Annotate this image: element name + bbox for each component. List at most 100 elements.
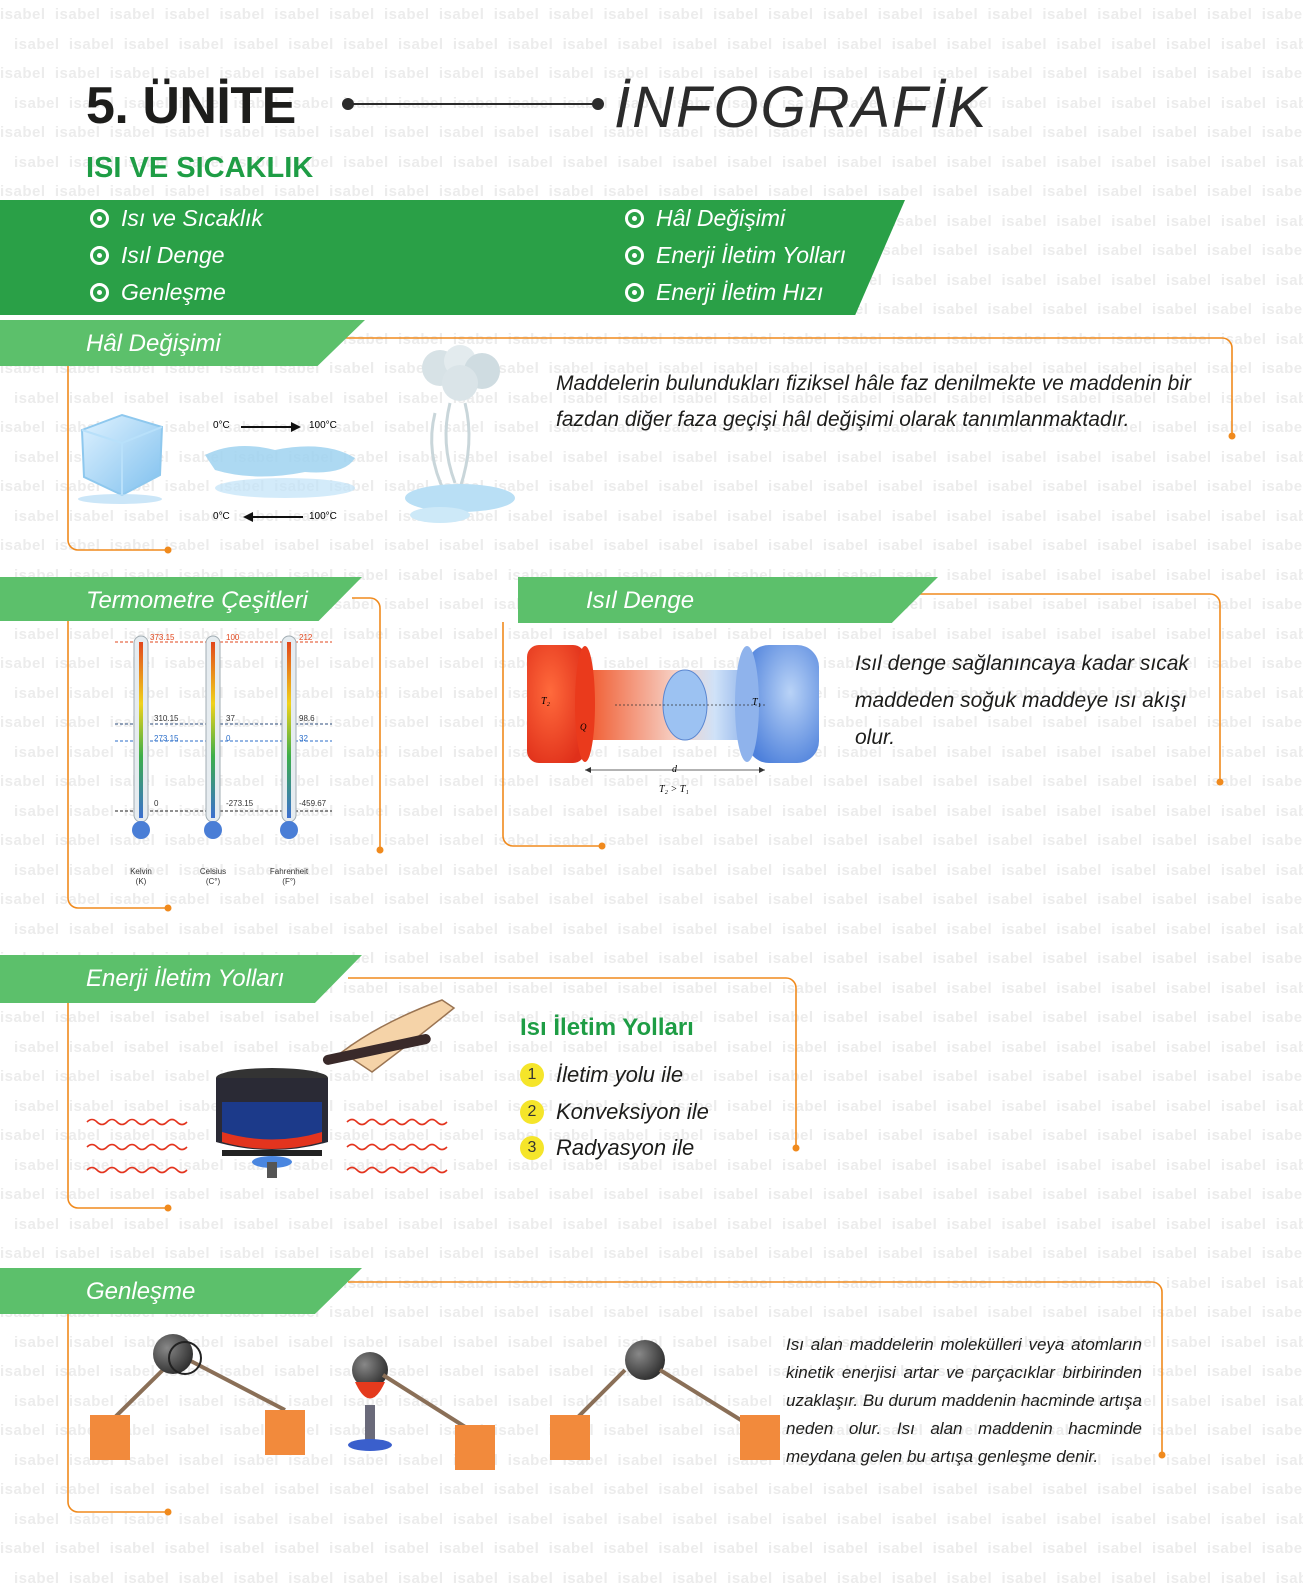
bullet-icon <box>625 246 644 265</box>
scale-value: 100 <box>226 633 240 642</box>
watermark-row: isabel isabel isabel isabel isabel isabe… <box>14 1333 1303 1351</box>
watermark-row: isabel isabel isabel isabel isabel isabe… <box>14 920 1303 938</box>
bullet-icon <box>90 246 109 265</box>
banner-item: Enerji İletim Hızı <box>625 279 823 306</box>
pot-on-stove-illustration <box>86 999 456 1178</box>
scale-value: 98.6 <box>299 714 315 723</box>
ice-cube-illustration <box>78 413 164 504</box>
banner-item: Isı ve Sıcaklık <box>90 205 263 232</box>
watermark-row: isabel isabel isabel isabel isabel isabe… <box>0 1540 1303 1557</box>
label-q: Q <box>580 722 587 732</box>
watermark-row: isabel isabel isabel isabel isabel isabe… <box>0 124 1303 141</box>
scale-value: 0 <box>154 799 159 808</box>
thermal-equilibrium-diagram <box>527 645 819 773</box>
label-d: d <box>672 764 677 775</box>
conduction-subtitle: Isı İletim Yolları <box>520 1014 694 1041</box>
banner-item: Isıl Denge <box>90 242 225 269</box>
number-badge: 1 <box>520 1063 544 1087</box>
watermark-row: isabel isabel isabel isabel isabel isabe… <box>14 1569 1303 1587</box>
watermark-row: isabel isabel isabel isabel isabel isabe… <box>14 507 1303 525</box>
watermark-row: isabel isabel isabel isabel isabel isabe… <box>14 625 1303 643</box>
watermark-row: isabel isabel isabel isabel isabel isabe… <box>0 1009 1303 1026</box>
watermark-row: isabel isabel isabel isabel isabel isabe… <box>0 183 1303 200</box>
section-header-genlesme: Genleşme <box>0 1268 362 1314</box>
temp-label: 0°C <box>213 511 230 522</box>
label-t2: T₂ <box>541 696 551 707</box>
watermark-row: isabel isabel isabel isabel isabel isabe… <box>14 1156 1303 1174</box>
ball-and-ring-illustration <box>90 1334 780 1470</box>
temp-label: 0°C <box>213 420 230 431</box>
watermark-row: isabel isabel isabel isabel isabel isabe… <box>0 360 1303 377</box>
genlesme-description: Isı alan maddelerin molekülleri veya ato… <box>786 1335 1142 1466</box>
banner-item: Enerji İletim Yolları <box>625 242 846 269</box>
isil-description: Isıl denge sağlanıncaya kadar sıcak madd… <box>855 652 1189 749</box>
section-title: Enerji İletim Yolları <box>86 965 285 992</box>
bullet-icon <box>625 283 644 302</box>
section-header-hal: Hâl Değişimi <box>0 320 365 366</box>
scale-value: 0 <box>226 734 231 743</box>
infografik-title: İNFOGRAFİK <box>614 75 989 140</box>
watermark-row: isabel isabel isabel isabel isabel isabe… <box>0 1363 1303 1380</box>
watermark-row: isabel isabel isabel isabel isabel isabe… <box>0 891 1303 908</box>
watermark-row: isabel isabel isabel isabel isabel isabe… <box>0 1481 1303 1498</box>
banner-item: Genleşme <box>90 279 226 306</box>
scale-value: 32 <box>299 734 308 743</box>
watermark-row: isabel isabel isabel isabel isabel isabe… <box>0 537 1303 554</box>
number-badge: 2 <box>520 1100 544 1124</box>
scale-value: 212 <box>299 633 313 642</box>
temp-label: 100°C <box>309 511 337 522</box>
watermark-row: isabel isabel isabel isabel isabel isabe… <box>0 773 1303 790</box>
section-header-enerji: Enerji İletim Yolları <box>0 955 362 1003</box>
watermark-row: isabel isabel isabel isabel isabel isabe… <box>0 1127 1303 1144</box>
watermark-row: isabel isabel isabel isabel isabel isabe… <box>0 419 1303 436</box>
scale-value: 310.15 <box>154 714 179 723</box>
bullet-icon <box>625 209 644 228</box>
section-title: Termometre Çeşitleri <box>86 587 308 614</box>
watermark-row: isabel isabel isabel isabel isabel isabe… <box>14 389 1303 407</box>
unit-title: 5. ÜNİTE <box>86 77 296 135</box>
thermometer-name: Fahrenheit(F°) <box>269 867 309 886</box>
scale-value: -273.15 <box>226 799 254 808</box>
scale-value: 273.15 <box>154 734 179 743</box>
steam-illustration <box>405 345 515 523</box>
section-header-termometre: Termometre Çeşitleri <box>0 577 362 621</box>
watermark-row: isabel isabel isabel isabel isabel isabe… <box>0 478 1303 495</box>
watermark-row: isabel isabel isabel isabel isabel isabe… <box>0 65 1303 82</box>
label-t1: T₁ <box>752 697 762 708</box>
watermark-row: isabel isabel isabel isabel isabel isabe… <box>0 1245 1303 1262</box>
watermark-row: isabel isabel isabel isabel isabel isabe… <box>14 1038 1303 1056</box>
scale-value: -459.67 <box>299 799 327 808</box>
topic-banner <box>0 200 905 315</box>
banner-item: Hâl Değişimi <box>625 205 785 232</box>
watermark-row: isabel isabel isabel isabel isabel isabe… <box>14 1510 1303 1528</box>
watermark-row: isabel isabel isabel isabel isabel isabe… <box>14 153 1303 171</box>
water-arrows-illustration <box>205 422 355 522</box>
number-badge: 3 <box>520 1136 544 1160</box>
section-title: Genleşme <box>86 1278 196 1305</box>
scale-value: 373.15 <box>150 633 175 642</box>
watermark-row: isabel isabel isabel isabel isabel isabe… <box>14 1392 1303 1410</box>
watermark-row: isabel isabel isabel isabel isabel isabe… <box>14 94 1303 112</box>
bullet-icon <box>90 209 109 228</box>
thermometer-name: Celsius(C°) <box>199 867 227 886</box>
thermometer-name: Kelvin(K) <box>130 867 152 886</box>
label-relation: T₂ > T₁ <box>659 784 689 795</box>
watermark-row: isabel isabel isabel isabel isabel isabe… <box>14 35 1303 53</box>
watermark-row: isabel isabel isabel isabel isabel isabe… <box>14 802 1303 820</box>
section-title: Hâl Değişimi <box>86 330 221 357</box>
bullet-icon <box>90 283 109 302</box>
hal-description: Maddelerin bulundukları fiziksel hâle fa… <box>556 372 1192 431</box>
section-title: Isıl Denge <box>586 587 695 614</box>
section-header-isil: Isıl Denge <box>518 577 938 623</box>
scale-value: 37 <box>226 714 235 723</box>
watermark-row: isabel isabel isabel isabel isabel isabe… <box>14 1215 1303 1233</box>
temp-label: 100°C <box>309 420 337 431</box>
topic-title: ISI VE SICAKLIK <box>86 152 314 184</box>
watermark-row: isabel isabel isabel isabel isabel isabe… <box>14 861 1303 879</box>
watermark-row: isabel isabel isabel isabel isabel isabe… <box>0 1186 1303 1203</box>
